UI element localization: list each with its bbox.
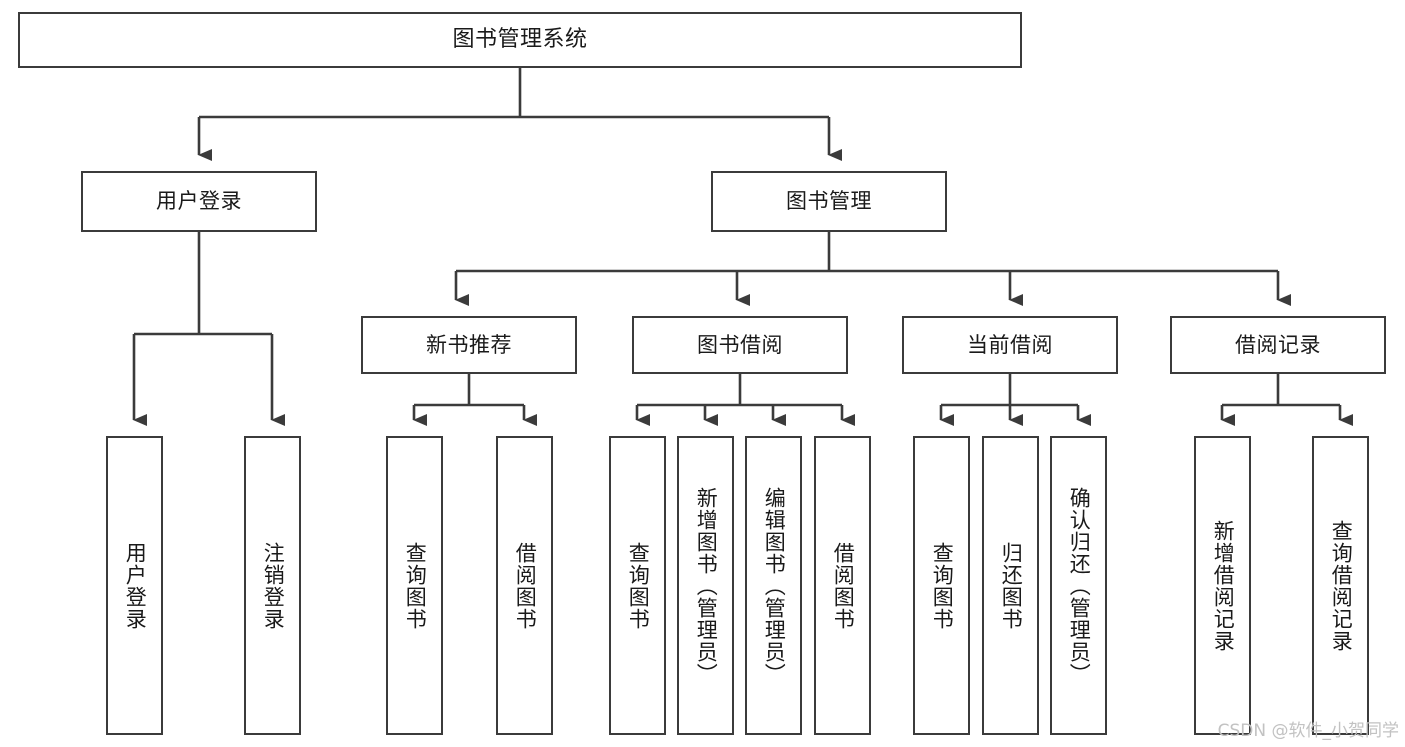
node-book-borrow[interactable]: 图书借阅 <box>632 316 848 374</box>
node-label: 确认归还（管理员） <box>1067 486 1092 685</box>
node-label: 借阅记录 <box>1235 332 1321 357</box>
node-root-book-management-system[interactable]: 图书管理系统 <box>18 12 1022 68</box>
leaf-confirm-return-admin[interactable]: 确认归还（管理员） <box>1050 436 1107 735</box>
node-label: 用户登录 <box>123 541 148 630</box>
node-label: 注销登录 <box>261 541 286 630</box>
node-label: 编辑图书（管理员） <box>762 486 787 685</box>
node-label: 借阅图书 <box>513 541 538 630</box>
node-label: 查询图书 <box>626 541 651 630</box>
node-label: 归还图书 <box>999 541 1024 630</box>
leaf-query-borrow-record[interactable]: 查询借阅记录 <box>1312 436 1369 735</box>
leaf-borrow-book[interactable]: 借阅图书 <box>814 436 871 735</box>
node-user-login[interactable]: 用户登录 <box>81 171 317 232</box>
leaf-return-book[interactable]: 归还图书 <box>982 436 1039 735</box>
leaf-add-book-admin[interactable]: 新增图书（管理员） <box>677 436 734 735</box>
node-label: 图书管理 <box>786 189 872 214</box>
node-book-management[interactable]: 图书管理 <box>711 171 947 232</box>
node-label: 新增借阅记录 <box>1211 519 1236 652</box>
node-label: 新增图书（管理员） <box>694 486 719 685</box>
node-new-book-recommend[interactable]: 新书推荐 <box>361 316 577 374</box>
leaf-user-login[interactable]: 用户登录 <box>106 436 163 735</box>
leaf-add-borrow-record[interactable]: 新增借阅记录 <box>1194 436 1251 735</box>
node-current-borrow[interactable]: 当前借阅 <box>902 316 1118 374</box>
leaf-borrow-book-recommend[interactable]: 借阅图书 <box>496 436 553 735</box>
leaf-edit-book-admin[interactable]: 编辑图书（管理员） <box>745 436 802 735</box>
leaf-logout-login[interactable]: 注销登录 <box>244 436 301 735</box>
node-label: 查询借阅记录 <box>1329 519 1354 652</box>
csdn-watermark: CSDN @软件_小贺同学 <box>1217 721 1399 741</box>
node-borrow-record[interactable]: 借阅记录 <box>1170 316 1386 374</box>
node-label: 当前借阅 <box>967 332 1053 357</box>
leaf-query-book-borrow[interactable]: 查询图书 <box>609 436 666 735</box>
node-label: 查询图书 <box>930 541 955 630</box>
node-label: 查询图书 <box>403 541 428 630</box>
leaf-query-book-recommend[interactable]: 查询图书 <box>386 436 443 735</box>
node-label: 借阅图书 <box>831 541 856 630</box>
node-label: 用户登录 <box>156 189 242 214</box>
node-label: 新书推荐 <box>426 332 512 357</box>
leaf-query-book-current[interactable]: 查询图书 <box>913 436 970 735</box>
node-label: 图书管理系统 <box>452 27 588 53</box>
node-label: 图书借阅 <box>697 332 783 357</box>
